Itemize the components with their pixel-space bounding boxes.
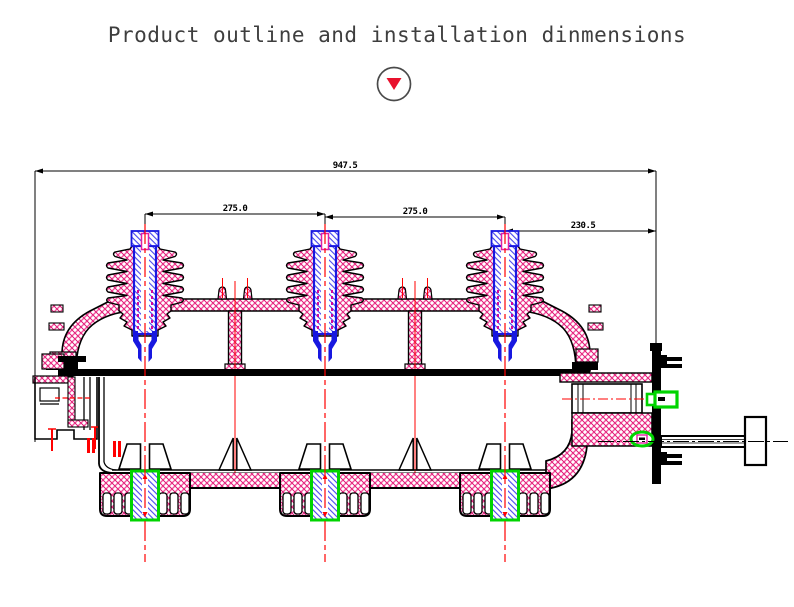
operating-shaft (598, 415, 788, 467)
icon-triangle (386, 78, 402, 90)
dim-overall-width: 947.5 (333, 161, 358, 171)
page-title: Product outline and installation dinmens… (107, 23, 687, 47)
dim-pole-pitch-left: 275.0 (223, 204, 248, 214)
down-triangle-in-circle-icon (376, 66, 412, 102)
mid-flange-bar (58, 369, 590, 376)
dimension-lines (34, 168, 657, 442)
green-shaft-bearing (629, 430, 655, 448)
dim-pole-pitch-right: 275.0 (403, 207, 428, 217)
dim-pole-to-right-edge: 230.5 (571, 221, 596, 231)
left-mounting-bracket (32, 353, 121, 457)
green-bolt (645, 390, 679, 409)
right-flange-assembly (559, 343, 788, 484)
